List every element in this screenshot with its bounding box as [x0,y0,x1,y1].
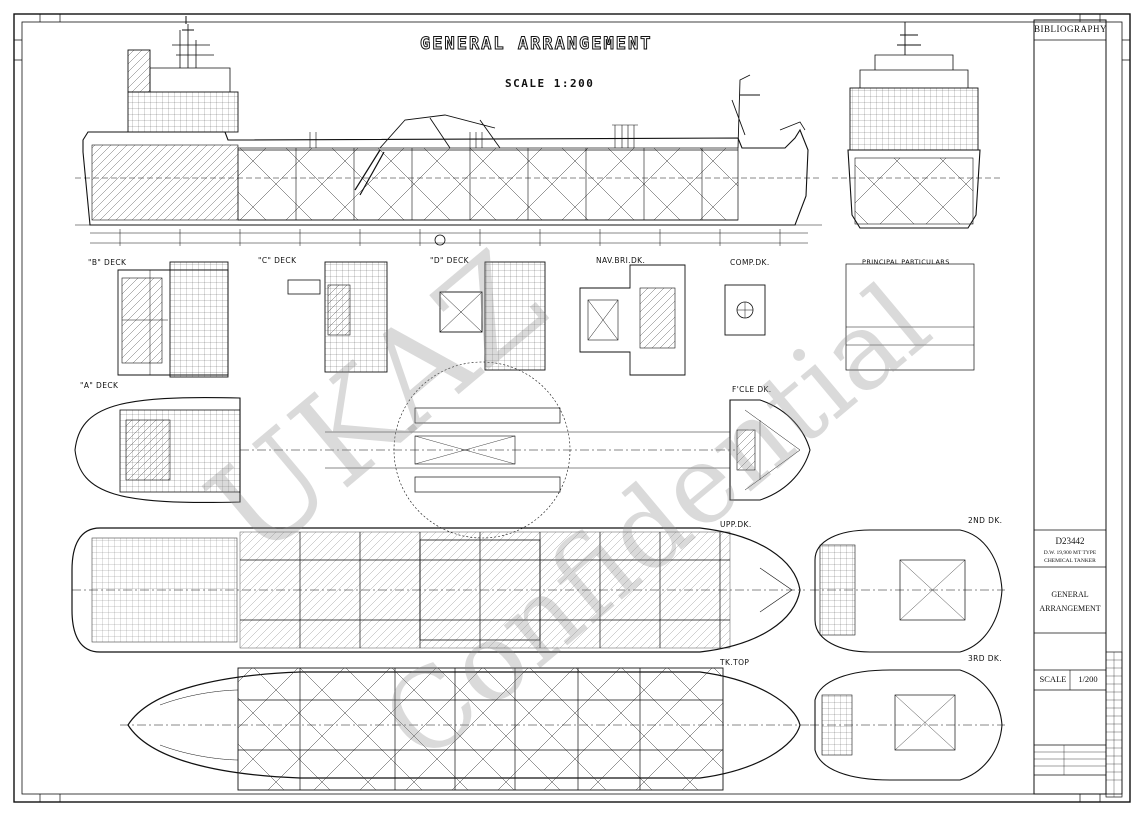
ship-type-line2: CHEMICAL TANKER [1044,558,1096,564]
view-label-third-deck: 3RD DK. [968,654,1003,663]
second-deck-plan [810,529,1005,653]
profile-view [75,16,822,246]
front-section-view [832,22,1000,229]
tank-top-plan [120,667,810,791]
nav-bridge-plan [579,264,686,376]
scale-label: SCALE [1039,674,1067,684]
view-label-a-deck: "A" DECK [80,381,119,390]
drawing-number: D23442 [1055,536,1085,546]
particulars-title: PRINCIPAL PARTICULARS [862,258,950,266]
drawing-name-line1: GENERAL [1051,590,1089,599]
view-label-b-deck: "B" DECK [88,258,127,267]
drawing-name-line2: ARRANGEMENT [1039,604,1101,613]
scale-value: 1/200 [1078,674,1098,684]
view-label-compass-deck: COMP.DK. [730,258,770,267]
fcle-deck-plan [729,399,811,501]
view-label-c-deck: "C" DECK [258,256,297,265]
view-label-fcle-deck: F'CLE DK. [732,385,772,394]
view-label-tank-top: TK.TOP [720,658,750,667]
particulars-table [845,263,975,371]
c-deck-plan [287,261,388,373]
compass-deck-plan [724,284,766,336]
drawing-scale: SCALE 1:200 [505,77,595,90]
view-label-upper-deck: UPP.DK. [720,520,752,529]
bibliography-heading: BIBLIOGRAPHY [1034,24,1108,34]
border-frame [13,13,1131,803]
a-deck-plan [74,361,735,539]
third-deck-plan [810,669,1005,781]
title-block [1033,19,1123,798]
b-deck-plan [117,261,229,378]
view-label-d-deck: "D" DECK [430,256,469,265]
drawing-title: GENERAL ARRANGEMENT [419,34,653,55]
view-label-nav-bridge: NAV.BRI.DK. [596,256,646,265]
d-deck-plan [439,261,546,371]
view-label-second-deck: 2ND DK. [968,516,1003,525]
ship-type-line1: D.W. 19,900 MT TYPE [1043,550,1097,556]
upper-deck-plan [71,527,805,653]
